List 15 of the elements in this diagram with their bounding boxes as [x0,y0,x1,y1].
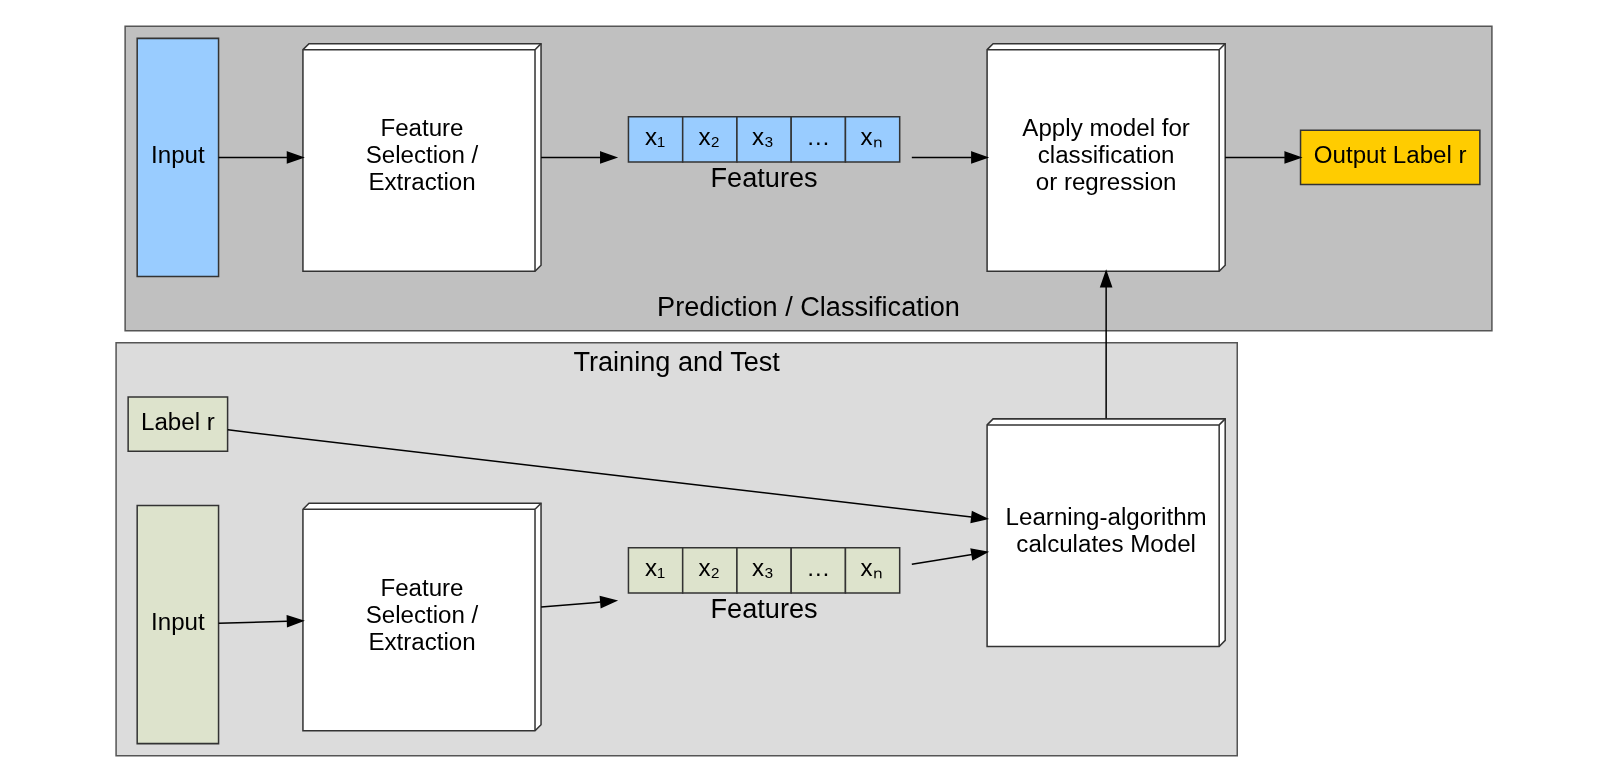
arrow [217,151,305,164]
arrow [910,151,989,164]
node-label: Features [710,161,818,193]
node-box: Label r [126,396,228,453]
arrow [1223,151,1303,164]
arrow [1099,269,1112,420]
node-box: Input [135,37,219,278]
node-box: Output Label r [1299,129,1481,186]
arrow [226,429,989,524]
arrow [539,151,618,164]
arrow [217,614,305,628]
arrow [539,595,618,609]
node-label: Features [710,592,818,624]
arrow [910,548,989,566]
node-box: Input [135,504,219,745]
